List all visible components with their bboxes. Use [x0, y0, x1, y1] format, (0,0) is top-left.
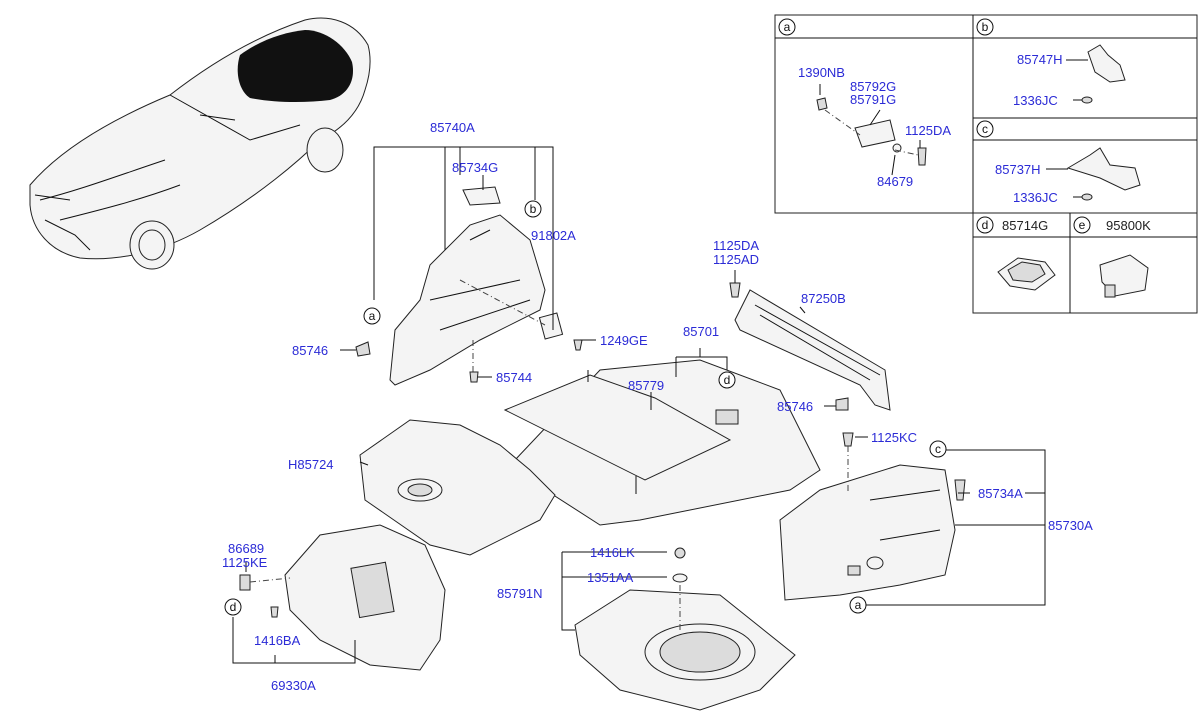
label-85734A[interactable]: 85734A [978, 486, 1023, 501]
label-1336JC-b[interactable]: 1336JC [1013, 93, 1058, 108]
leader-lines [232, 270, 1046, 664]
label-86689[interactable]: 86689 [228, 541, 264, 556]
label-1416LK[interactable]: 1416LK [590, 545, 635, 560]
table-cell-a-letter: a [778, 18, 796, 36]
label-85740A[interactable]: 85740A [430, 120, 475, 135]
table-cell-b-letter: b [976, 18, 994, 36]
label-85734G[interactable]: 85734G [452, 160, 498, 175]
svg-text:d: d [982, 218, 989, 232]
svg-text:d: d [230, 600, 237, 614]
label-91802A[interactable]: 91802A [531, 228, 576, 243]
table-cell-d-title[interactable]: 85714G [1002, 218, 1048, 233]
callout-a-left[interactable]: a [363, 307, 381, 325]
table-cell-d-letter: d [976, 216, 994, 234]
label-85791N[interactable]: 85791N [497, 586, 543, 601]
callout-c-right[interactable]: c [929, 440, 947, 458]
tray-group [574, 547, 796, 711]
rear-trim-group [573, 282, 891, 411]
svg-text:b: b [982, 20, 989, 34]
label-1351AA[interactable]: 1351AA [587, 570, 634, 585]
label-84679[interactable]: 84679 [877, 174, 913, 189]
callout-b-left[interactable]: b [524, 200, 542, 218]
svg-text:a: a [369, 309, 376, 323]
svg-text:a: a [784, 20, 791, 34]
callout-d-mat[interactable]: d [718, 371, 736, 389]
table-cell-e-letter: e [1073, 216, 1091, 234]
svg-text:e: e [1079, 218, 1086, 232]
luggage-board-group [359, 419, 556, 556]
label-1125KC[interactable]: 1125KC [871, 430, 917, 445]
car-illustration [29, 17, 371, 270]
label-1125AD[interactable]: 1125AD [713, 252, 759, 267]
callout-a-right[interactable]: a [849, 596, 867, 614]
label-1125KE[interactable]: 1125KE [222, 555, 268, 570]
svg-text:a: a [855, 598, 862, 612]
label-H85724[interactable]: H85724 [288, 457, 334, 472]
svg-text:b: b [530, 202, 537, 216]
label-85746-left[interactable]: 85746 [292, 343, 328, 358]
label-85792G[interactable]: 85792G [850, 79, 896, 94]
label-69330A[interactable]: 69330A [271, 678, 316, 693]
bracket-85740A [373, 146, 554, 330]
label-1416BA[interactable]: 1416BA [254, 633, 301, 648]
label-85746-right[interactable]: 85746 [777, 399, 813, 414]
label-85730A[interactable]: 85730A [1048, 518, 1093, 533]
floor-mat-group [503, 359, 821, 526]
right-trim-group [779, 432, 966, 601]
svg-text:c: c [982, 122, 988, 136]
label-85779[interactable]: 85779 [628, 378, 664, 393]
label-85737H[interactable]: 85737H [995, 162, 1041, 177]
label-85791G[interactable]: 85791G [850, 92, 896, 107]
label-85701[interactable]: 85701 [683, 324, 719, 339]
label-1249GE[interactable]: 1249GE [600, 333, 648, 348]
left-trim-group [355, 186, 564, 386]
svg-text:c: c [935, 442, 941, 456]
label-1125DA[interactable]: 1125DA [905, 123, 951, 138]
label-87250B[interactable]: 87250B [801, 291, 846, 306]
callout-d-cover[interactable]: d [224, 598, 242, 616]
cover-group [239, 524, 446, 671]
label-1390NB[interactable]: 1390NB [798, 65, 845, 80]
svg-text:d: d [724, 373, 731, 387]
label-1125DA-top[interactable]: 1125DA [713, 238, 759, 253]
label-85744[interactable]: 85744 [496, 370, 532, 385]
table-cell-c-letter: c [976, 120, 994, 138]
detail-table: a 1390NB 85792G 85791G 1125DA 84679 b 85… [774, 14, 1198, 314]
label-1336JC-c[interactable]: 1336JC [1013, 190, 1058, 205]
label-85747H[interactable]: 85747H [1017, 52, 1063, 67]
table-cell-e-title[interactable]: 95800K [1106, 218, 1151, 233]
